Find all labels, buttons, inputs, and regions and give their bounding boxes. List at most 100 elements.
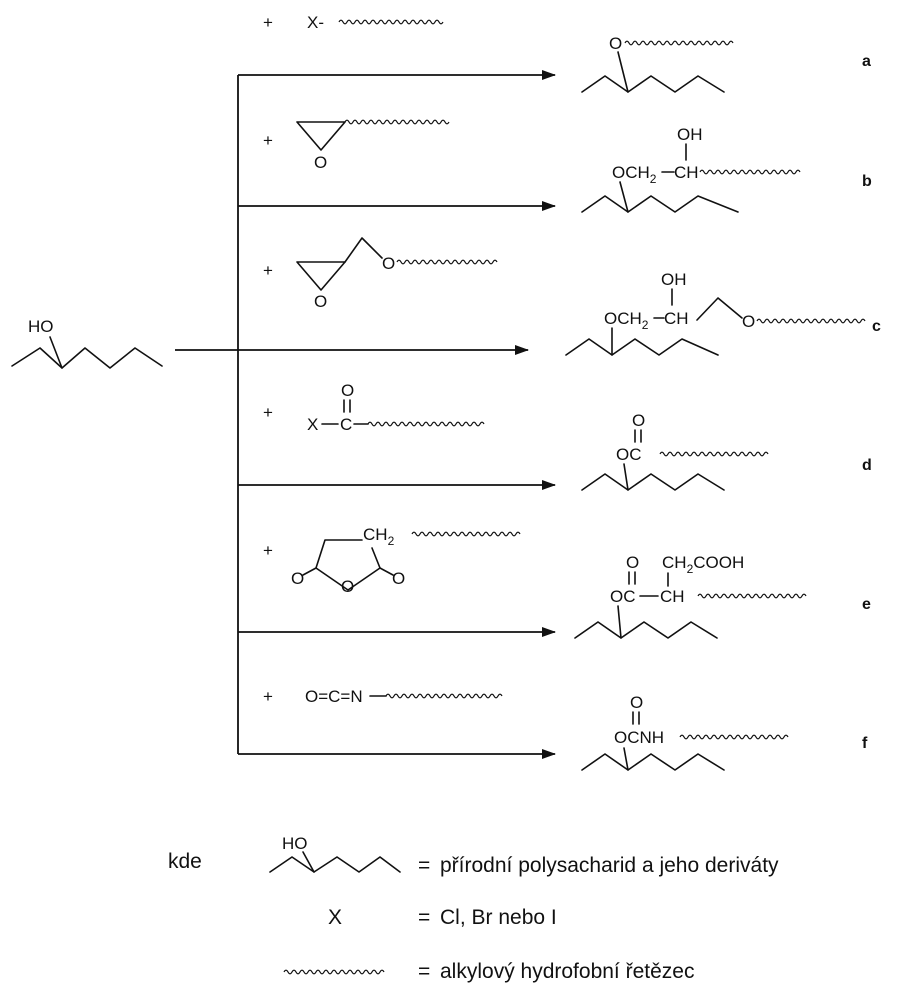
row-label-f: f: [862, 735, 868, 752]
start-hydroxyl: HO: [28, 317, 54, 336]
halide-label: X-: [307, 13, 324, 32]
reagent-e: + CH2 O O O: [263, 525, 521, 596]
alkyl-chain: [679, 734, 789, 740]
alkyl-chain: [396, 259, 498, 265]
reagent-c: + O O: [263, 237, 498, 311]
product-a: O: [581, 34, 734, 93]
legend-definition-alkyl: alkylový hydrofobní řetězec: [440, 960, 694, 983]
legend-hydroxyl: HO: [282, 834, 308, 853]
ch-group: CH: [674, 163, 699, 182]
product-f: O OCNH: [581, 693, 789, 771]
reaction-arrows: [175, 70, 556, 759]
product-b: OH OCH2 CH: [581, 125, 801, 213]
legend-alkyl-chain: [283, 969, 385, 975]
row-label-d: d: [862, 457, 872, 474]
legend-polysaccharide-skeleton: [269, 856, 401, 873]
start-oh-bond: [49, 336, 63, 369]
epoxide-ring: [296, 261, 346, 291]
alkyl-chain: [338, 19, 444, 25]
right-carbonyl-bond: [379, 567, 394, 576]
row-label-a: a: [862, 53, 871, 70]
plus-sign: +: [263, 541, 273, 560]
alkyl-chain: [756, 318, 866, 324]
ch-group: CH: [660, 587, 685, 606]
legend-x: X: [328, 906, 342, 929]
carboxymethyl-group: CH2COOH: [662, 553, 744, 576]
alkyl-chain: [697, 593, 807, 599]
product-o-bond: [619, 181, 629, 213]
ether-oxygen: O: [609, 34, 622, 53]
legend-equals-1: =: [418, 854, 430, 877]
row-label-c: c: [872, 318, 881, 335]
carbonyl-oxygen: O: [630, 693, 643, 712]
legend-definition-polysaccharide: přírodní polysacharid a jeho deriváty: [440, 854, 779, 877]
plus-sign: +: [263, 261, 273, 280]
legend-kde: kde: [168, 850, 202, 873]
glycidyl-link: [344, 237, 383, 263]
plus-sign: +: [263, 131, 273, 150]
alkyl-chain: [624, 40, 734, 46]
alkyl-chain: [385, 693, 503, 699]
product-c: OH OCH2 CH O: [565, 270, 866, 356]
och2-group: OCH2: [604, 309, 649, 332]
legend-definition-halogen: Cl, Br nebo I: [440, 906, 557, 929]
epoxide-oxygen: O: [314, 153, 327, 172]
starting-polysaccharide: HO: [11, 317, 163, 369]
product-o-bond: [617, 51, 629, 93]
start-skeleton: [11, 347, 163, 369]
reagent-a: + X-: [263, 13, 444, 32]
product-skeleton: [581, 195, 739, 213]
ether-oxygen: O: [742, 312, 755, 331]
product-e: O CH2COOH OC CH: [574, 553, 807, 639]
alkyl-chain: [659, 451, 769, 457]
ester-group: OC: [616, 445, 642, 464]
acyl-carbon: C: [340, 415, 352, 434]
plus-sign: +: [263, 13, 273, 32]
hydroxyl: OH: [661, 270, 687, 289]
right-carbonyl-oxygen: O: [392, 569, 405, 588]
alkyl-chain: [367, 421, 485, 427]
carbonyl-oxygen: O: [341, 381, 354, 400]
legend: kde HO = přírodní polysacharid a jeho de…: [168, 834, 779, 983]
left-carbonyl-oxygen: O: [291, 569, 304, 588]
product-d: O OC: [581, 411, 769, 491]
product-skeleton: [581, 473, 725, 491]
reagent-d: + O X C: [263, 381, 485, 434]
anhydride-ring: [315, 539, 381, 591]
product-skeleton: [565, 338, 719, 356]
alkyl-chain: [699, 169, 801, 175]
left-carbonyl-bond: [302, 567, 317, 576]
row-labels: a b c d e f: [862, 53, 881, 752]
product-o-bond: [623, 463, 629, 491]
ch2-group: CH2: [363, 525, 395, 548]
product-o-bond: [623, 747, 629, 771]
reagent-f: + O=C=N: [263, 687, 503, 706]
hydroxyl: OH: [677, 125, 703, 144]
plus-sign: +: [263, 403, 273, 422]
epoxide-oxygen: O: [314, 292, 327, 311]
legend-equals-3: =: [418, 960, 430, 983]
isocyanate-group: O=C=N: [305, 687, 363, 706]
row-label-b: b: [862, 173, 872, 190]
product-skeleton: [581, 75, 725, 93]
legend-equals-2: =: [418, 906, 430, 929]
ring-oxygen: O: [341, 577, 354, 596]
och2-group: OCH2: [612, 163, 657, 186]
glyceryl-link: [696, 297, 743, 321]
row-label-e: e: [862, 596, 871, 613]
ester-group: OC: [610, 587, 636, 606]
product-skeleton: [581, 753, 725, 771]
carbonyl-oxygen: O: [626, 553, 639, 572]
reagent-b: + O: [263, 119, 450, 172]
carbonyl-oxygen: O: [632, 411, 645, 430]
ch-group: CH: [664, 309, 689, 328]
halide-x: X: [307, 415, 318, 434]
product-skeleton: [574, 621, 718, 639]
epoxide-ring: [296, 121, 346, 151]
ether-oxygen: O: [382, 254, 395, 273]
legend-oh-bond: [302, 851, 315, 873]
alkyl-chain: [344, 119, 450, 125]
plus-sign: +: [263, 687, 273, 706]
alkyl-chain: [411, 531, 521, 537]
